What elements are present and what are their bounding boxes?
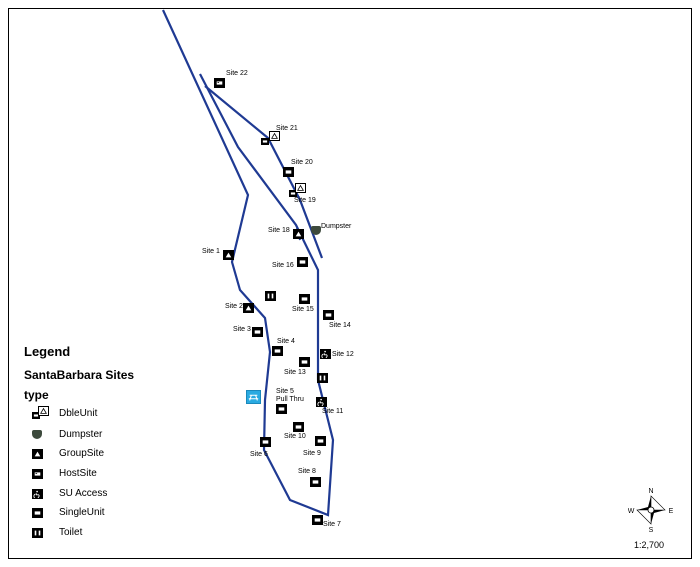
site-label: Site 8 [298, 468, 316, 475]
double-unit-icon[interactable] [289, 190, 297, 197]
site-label: Site 19 [294, 197, 316, 204]
site-label: Site 1 [202, 248, 220, 255]
single-unit-icon[interactable] [260, 437, 271, 447]
accessible-icon[interactable] [316, 397, 327, 407]
host-site-icon[interactable] [214, 78, 225, 88]
site-label: Site 9 [303, 450, 321, 457]
compass-east: E [669, 508, 674, 515]
legend-title: Legend [24, 344, 71, 359]
legend-layer-name: SantaBarbara Sites [24, 368, 135, 382]
site-label: Site 13 [284, 369, 306, 376]
site-label: Pull Thru [276, 396, 304, 403]
group-site-icon[interactable] [223, 250, 234, 260]
site-label: Site 10 [284, 433, 306, 440]
site-label: Site 3 [233, 326, 251, 333]
compass-north: N [648, 488, 653, 495]
single-unit-icon[interactable] [299, 357, 310, 367]
site-label: Site 22 [226, 70, 248, 77]
toilet-icon [32, 528, 43, 538]
single-unit-icon[interactable] [310, 477, 321, 487]
legend-label: SingleUnit [59, 507, 105, 518]
site-label: Site 11 [322, 408, 344, 415]
group-site-icon [38, 406, 49, 416]
toilet-icon[interactable] [317, 373, 328, 383]
legend-label: Dumpster [59, 429, 103, 440]
dumpster-icon[interactable] [311, 226, 321, 235]
site-label: Site 14 [329, 322, 351, 329]
road-main-loop [162, 9, 335, 517]
toilet-icon[interactable] [265, 291, 276, 301]
scale-label: 1:2,700 [634, 540, 665, 550]
host-site-icon [32, 469, 43, 479]
site-label: Site 20 [291, 159, 313, 166]
dumpster-label: Dumpster [321, 223, 352, 230]
legend-label: Toilet [59, 527, 83, 538]
double-unit-icon[interactable] [261, 138, 269, 145]
legend-label: SU Access [59, 488, 108, 499]
single-unit-icon[interactable] [312, 515, 323, 525]
single-unit-icon [32, 508, 43, 518]
map-frame [8, 8, 692, 559]
site-label: Site 7 [323, 521, 341, 528]
site-label: Site 6 [250, 451, 268, 458]
site-label: Site 15 [292, 306, 314, 313]
single-unit-icon[interactable] [299, 294, 310, 304]
single-unit-icon[interactable] [252, 327, 263, 337]
single-unit-icon[interactable] [272, 346, 283, 356]
legend-label: DbleUnit [59, 408, 98, 419]
site-label: Site 16 [272, 262, 294, 269]
road-branch [204, 85, 324, 259]
site-label: Site 5 [276, 388, 294, 395]
single-unit-icon[interactable] [293, 422, 304, 432]
group-site-icon[interactable] [269, 131, 280, 141]
legend-label: HostSite [59, 468, 97, 479]
legend-label: GroupSite [59, 448, 105, 459]
legend-field: type [24, 388, 49, 402]
group-site-icon[interactable] [243, 303, 254, 313]
picnic-icon[interactable] [246, 390, 261, 404]
single-unit-icon[interactable] [276, 404, 287, 414]
group-site-icon[interactable] [295, 183, 306, 193]
accessible-icon[interactable] [320, 349, 331, 359]
single-unit-icon[interactable] [283, 167, 294, 177]
compass-west: W [628, 508, 635, 515]
group-site-icon [32, 449, 43, 459]
site-label: Site 18 [268, 227, 290, 234]
site-label: Site 12 [332, 351, 354, 358]
site-label: Site 21 [276, 125, 298, 132]
single-unit-icon[interactable] [323, 310, 334, 320]
site-label: Site 4 [277, 338, 295, 345]
north-arrow-icon: N S E W [628, 487, 674, 534]
compass-south: S [649, 527, 654, 533]
group-site-icon[interactable] [293, 229, 304, 239]
dumpster-icon [32, 430, 42, 439]
site-label: Site 2 [225, 303, 243, 310]
single-unit-icon[interactable] [315, 436, 326, 446]
accessible-icon [32, 489, 43, 499]
single-unit-icon[interactable] [297, 257, 308, 267]
